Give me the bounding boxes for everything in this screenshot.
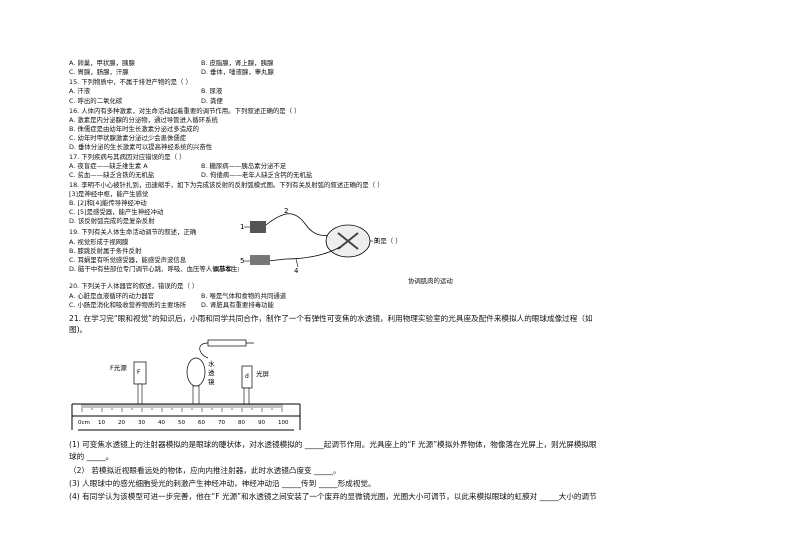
q21-stem-line2: 图)。 <box>69 325 88 334</box>
f-light-source-label: F光源 <box>110 363 127 372</box>
ruler-tick-label: 10 <box>98 420 105 426</box>
reflex-label-3: 3 <box>374 237 378 245</box>
q21-part1-line1: (1) 可变焦水透镜上的注射器模拟的是眼球的睫状体，对水透镜模拟的 _____起… <box>69 440 597 449</box>
syringe-shape <box>207 339 247 347</box>
q18-option-a: [3]是神经中枢，能产生感觉 <box>69 190 149 198</box>
q17-option-a: A. 夜盲症——缺乏维生素 A <box>69 162 148 170</box>
screen-label: 光屏 <box>256 369 270 378</box>
ruler-tick-label: 60 <box>198 420 205 426</box>
water-lens-label-2: 透 <box>208 369 215 377</box>
q15-stem: 15. 下列物质中，不属于排泄产物的是（ ） <box>69 78 192 86</box>
reflex-label-4: 4 <box>294 267 299 275</box>
q20-option-d: D. 肾脏具有重要排毒功能 <box>201 301 274 309</box>
q17-option-d: D. 佝偻病——老年人缺乏含钙的无机盐 <box>201 171 313 179</box>
q19-stem-end: 的是（ ） <box>374 237 402 245</box>
q15-option-c: C. 呼出的二氧化碳 <box>69 97 123 105</box>
water-lens-label-1: 水 <box>208 359 215 368</box>
receptor-shape <box>250 221 266 233</box>
ruler-tick-label: 0cm <box>78 420 90 426</box>
q18-option-b: B. [2]和[4]能传导神经冲动 <box>69 199 147 207</box>
q16-option-d: D. 垂体分泌的生长激素可以提高神经系统的兴奋性 <box>69 143 213 151</box>
q21-part2: （2） 若模拟近视眼看远处的物体，应向内推注射器，此时水透镜凸度变 _____。 <box>69 466 341 475</box>
q19-option-d-end: 协调肌肉的运动 <box>408 277 453 285</box>
water-lens-label-3: 镜 <box>208 377 215 386</box>
q18-stem: 18. 李明不小心被针扎到，迅速缩手，如下为完成该反射的反射弧模式图。下列有关反… <box>69 181 384 189</box>
afferent-nerve-shape <box>265 213 341 236</box>
q21-stem-line1: 21. 在学习完“眼和视觉”的知识后，小雨和同学共同合作，制作了一个有弹性可变焦… <box>69 314 593 323</box>
f-letter: F <box>137 369 141 376</box>
q17-option-b: B. 糖尿病——胰岛素分泌不足 <box>201 162 287 170</box>
ruler-tick-label: 100 <box>278 420 289 426</box>
ruler-tick-label: 40 <box>158 420 165 426</box>
q19-option-b: B. 膝跳反射属于条件反射 <box>69 247 142 255</box>
q15-option-b: B. 尿液 <box>201 87 223 95</box>
q18-option-c: C. [5]是感受器，能产生神经冲动 <box>69 208 164 216</box>
reflex-label-1: 1 <box>240 223 244 231</box>
q19-option-c: C. 耳蜗里有听觉感受器，能感受声波信息 <box>69 256 187 264</box>
q19-option-d-mid: 调节和 <box>213 265 233 273</box>
reflex-arc-diagram: 1 2 3 4 5 <box>240 207 378 275</box>
q19-stem: 19. 下列有关人体生命活动调节的叙述，正确 <box>69 228 197 236</box>
q20-stem: 20. 下列关于人体器官的叙述，错误的是（ ） <box>69 282 199 290</box>
reflex-label-5: 5 <box>240 257 244 265</box>
screen-letter: d <box>245 373 249 380</box>
q14-option-d: D. 垂体，唾液腺，睾丸腺 <box>201 68 274 76</box>
q16-option-c: C. 幼年时甲状腺激素分泌过少会患侏儒症 <box>69 134 187 142</box>
q17-stem: 17. 下列疾病与其病因对应错误的是（ ） <box>69 153 186 161</box>
q20-option-c: C. 小肠是消化和吸收营养物质的主要场所 <box>69 301 187 309</box>
q16-option-b: B. 侏儒症是由幼年时生长激素分泌过多造成的 <box>69 125 199 133</box>
q14-option-b: B. 皮脂腺，肾上腺，胰腺 <box>201 59 274 67</box>
q21-part3: (3) 人眼球中的感光细胞受光的刺激产生神经冲动，神经冲动沿 _____传到 _… <box>69 479 376 488</box>
reflex-label-2: 2 <box>284 207 288 215</box>
q15-option-a: A. 汗液 <box>69 87 91 95</box>
ruler-tick-label: 90 <box>258 420 265 426</box>
q20-option-a: A. 心脏是血液循环的动力器官 <box>69 292 155 300</box>
q17-option-c: C. 贫血——缺乏含铁的无机盐 <box>69 171 155 179</box>
effector-shape <box>250 255 270 265</box>
q19-option-d: D. 脑干中有些部位专门调节心跳、呼吸、血压等人体基本生命活动 <box>69 265 239 273</box>
water-lens-shape <box>186 357 206 387</box>
q14-option-a: A. 卵巢，甲状腺，胰腺 <box>69 59 135 67</box>
optical-bench-diagram: F光源 F 水 透 镜 d 光屏 0cm 10 20 30 40 50 60 70 80 90 10… <box>71 339 301 431</box>
q16-stem: 16. 人体内有多种激素，对生命活动起着重要的调节作用。下列叙述正确的是（ ） <box>69 107 301 115</box>
efferent-nerve-shape <box>267 246 341 262</box>
q14-option-c: C. 胃腺，肠腺，汗腺 <box>69 68 129 76</box>
q16-option-a: A. 激素是内分泌腺的分泌物，通过导管进入循环系统 <box>69 116 218 124</box>
ruler-tick-label: 50 <box>178 420 185 426</box>
q21-part4: (4) 有同学认为该模型可进一步完善，他在“F 光源”和水透镜之间安装了一个废弃… <box>69 492 597 501</box>
q21-part1-line2: 球的 _____。 <box>69 452 114 461</box>
q15-option-d: D. 粪便 <box>201 97 223 105</box>
ruler-tick-label: 20 <box>118 420 125 426</box>
ruler-tick-label: 70 <box>218 420 225 426</box>
ruler-tick-label: 80 <box>238 420 245 426</box>
ruler-tick-label: 30 <box>138 420 145 426</box>
q19-option-a: A. 视觉形成于视网膜 <box>69 238 129 246</box>
q18-option-d: D. 该反射弧完成的是复杂反射 <box>69 217 155 225</box>
q20-option-b: B. 喉是气体和食物的共同通道 <box>201 292 287 300</box>
